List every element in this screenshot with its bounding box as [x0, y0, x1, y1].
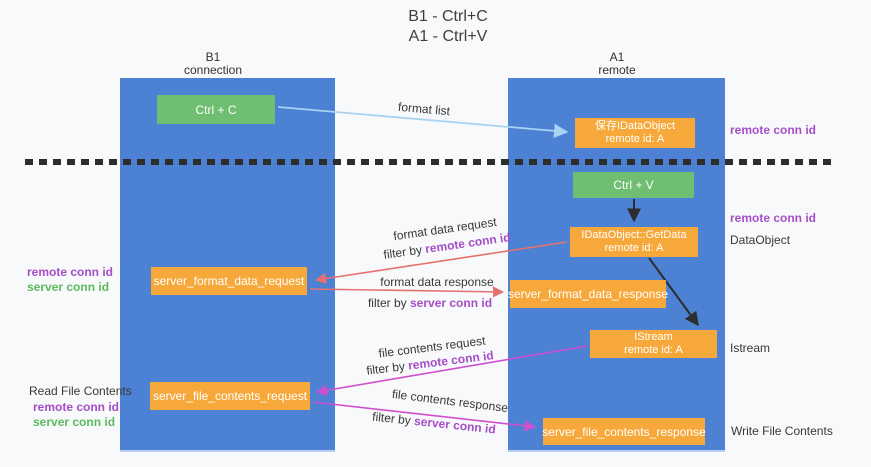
node-server-file-contents-response: server_file_contents_response [542, 418, 706, 445]
side-remote-conn-id-left-2: remote conn id [33, 400, 120, 414]
lane-a1-role: remote [598, 63, 636, 77]
lane-b1-name: B1 [205, 50, 221, 64]
label-filter-server-2: filter by server conn id [372, 410, 497, 437]
node-ctrl-c: Ctrl + C [157, 95, 275, 124]
node-server-format-data-response-label: server_format_data_response [507, 287, 669, 301]
side-dataobject: DataObject [730, 233, 791, 247]
label-file-contents-response: file contents response [391, 386, 509, 416]
side-read-file-contents: Read File Contents [29, 384, 132, 398]
node-save-idataobject: 保存IDataObject remote id: A [575, 118, 695, 148]
node-save-idataobject-line2: remote id: A [605, 133, 665, 145]
side-istream: Istream [730, 341, 771, 355]
node-istream-line2: remote id: A [624, 344, 683, 356]
node-server-file-contents-request-label: server_file_contents_request [152, 389, 308, 403]
side-remote-conn-id-mid: remote conn id [730, 211, 817, 225]
side-remote-conn-id-top: remote conn id [730, 123, 817, 137]
side-server-conn-id-left-2: server conn id [33, 415, 116, 429]
node-istream: IStream remote id: A [590, 330, 717, 358]
lane-b1-role: connection [183, 63, 243, 77]
lane-header-a1: A1 remote [598, 51, 635, 77]
node-server-format-data-request: server_format_data_request [151, 267, 307, 295]
node-save-idataobject-line1: 保存IDataObject [594, 120, 676, 132]
format-data-response-arrow [309, 286, 505, 298]
side-server-conn-id-left-1: server conn id [27, 280, 110, 294]
node-idataobject-getdata-line2: remote id: A [604, 242, 664, 254]
node-server-format-data-request-label: server_format_data_request [153, 274, 305, 288]
side-write-file-contents: Write File Contents [731, 424, 833, 438]
diagram-title: B1 - Ctrl+C A1 - Ctrl+V [408, 7, 488, 47]
title-line-2: A1 - Ctrl+V [408, 28, 488, 45]
filter-by-text: filter by [365, 359, 406, 378]
label-filter-server-1: filter by server conn id [368, 296, 492, 310]
label-format-data-response: format data response [380, 275, 494, 289]
filter-by-text: filter by [382, 242, 423, 262]
node-server-format-data-response: server_format_data_response [507, 280, 669, 308]
node-idataobject-getdata-line1: IDataObject::GetData [581, 229, 687, 241]
node-ctrl-v: Ctrl + V [573, 172, 694, 198]
node-idataobject-getdata: IDataObject::GetData remote id: A [570, 227, 698, 257]
lane-a1-name: A1 [609, 50, 625, 64]
node-ctrl-v-label: Ctrl + V [613, 178, 654, 192]
session-divider-dashed-line [25, 159, 833, 165]
server-conn-id-text: server conn id [410, 296, 493, 310]
node-server-file-contents-request: server_file_contents_request [150, 382, 310, 410]
filter-by-text: filter by [371, 409, 412, 428]
server-conn-id-text: server conn id [413, 413, 497, 437]
label-format-list: format list [397, 99, 451, 119]
node-server-file-contents-response-label: server_file_contents_response [542, 424, 706, 439]
filter-by-text: filter by [367, 296, 407, 310]
node-istream-line1: IStream [634, 331, 673, 343]
title-line-1: B1 - Ctrl+C [408, 8, 488, 25]
lane-header-b1: B1 connection [184, 51, 242, 77]
side-remote-conn-id-left-1: remote conn id [27, 265, 114, 279]
node-ctrl-c-label: Ctrl + C [195, 102, 237, 117]
